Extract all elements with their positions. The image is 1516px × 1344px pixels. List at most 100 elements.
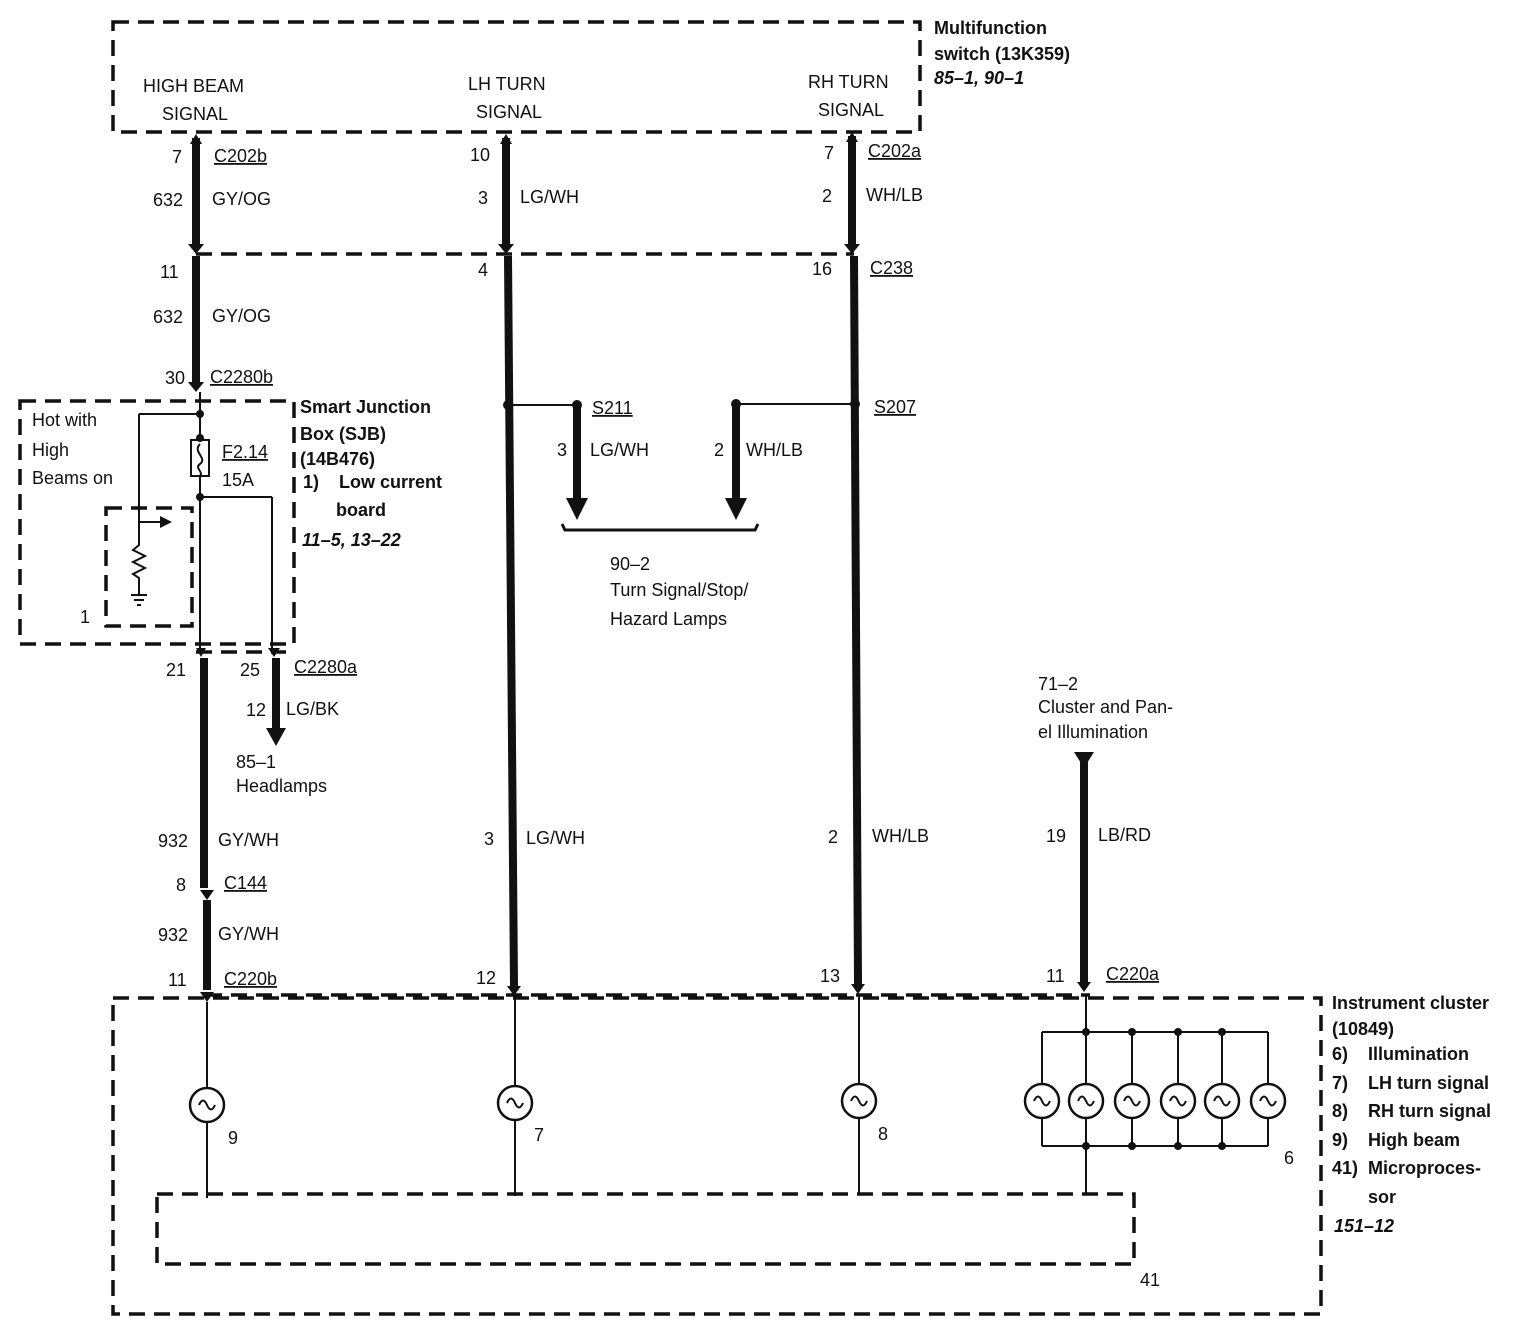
sjb-title-3: (14B476) bbox=[300, 449, 375, 469]
lh-circuit-b: 3 bbox=[484, 829, 494, 849]
high-beam-lower-circuit: 932 GY/WH 8 C144 932 GY/WH 11 C220b bbox=[158, 658, 279, 1002]
color-gyog-a: GY/OG bbox=[212, 189, 271, 209]
pin-c2280a-left: 21 bbox=[166, 660, 186, 680]
illum-circuit: 19 bbox=[1046, 826, 1066, 846]
illum-label-1: Cluster and Pan- bbox=[1038, 697, 1173, 717]
multifunction-switch: HIGH BEAM SIGNAL LH TURN SIGNAL RH TURN … bbox=[111, 18, 1070, 134]
rh-pin-c220a: 13 bbox=[820, 966, 840, 986]
ground-icon bbox=[131, 594, 147, 606]
circuit-932-a: 932 bbox=[158, 831, 188, 851]
high-beam-label-1: HIGH BEAM bbox=[143, 76, 244, 96]
cluster-item-num-3: 9) bbox=[1332, 1130, 1348, 1150]
s207-arrow bbox=[725, 498, 747, 520]
lh-circuit-a: 3 bbox=[478, 188, 488, 208]
turn-lamps-ref: 90–2 bbox=[610, 554, 650, 574]
lamp-9-label: 9 bbox=[228, 1128, 238, 1148]
circuit-12: 12 bbox=[246, 700, 266, 720]
pin-c2280b: 30 bbox=[165, 368, 185, 388]
lh-pin-top: 10 bbox=[470, 145, 490, 165]
cluster-item-label-1: LH turn signal bbox=[1368, 1073, 1489, 1093]
microprocessor bbox=[155, 1192, 1136, 1266]
circuit-932-b: 932 bbox=[158, 925, 188, 945]
cluster-item-num-4: 41) bbox=[1332, 1158, 1358, 1178]
sjb-item-2: board bbox=[336, 500, 386, 520]
fuse-label: F2.14 bbox=[222, 442, 268, 462]
cluster-title-1: Instrument cluster bbox=[1332, 993, 1489, 1013]
pin-c2280a-right: 25 bbox=[240, 660, 260, 680]
cluster-refs: 151–12 bbox=[1334, 1216, 1394, 1236]
lh-pin-c238: 4 bbox=[478, 260, 488, 280]
sjb-refs: 11–5, 13–22 bbox=[302, 530, 401, 550]
turn-lamps-label-2: Hazard Lamps bbox=[610, 609, 727, 629]
board-input-icon bbox=[160, 516, 172, 528]
lh-turn-label-1: LH TURN bbox=[468, 74, 546, 94]
smart-junction-box: Hot with High Beams on F2.14 15A 1 Smart… bbox=[18, 392, 442, 650]
conn-c2280b: C2280b bbox=[210, 367, 273, 387]
conn-c202a: C202a bbox=[868, 141, 922, 161]
lamp-8-label: 8 bbox=[878, 1124, 888, 1144]
headlamps-label: Headlamps bbox=[236, 776, 327, 796]
illum-ref: 71–2 bbox=[1038, 674, 1078, 694]
board-number: 1 bbox=[80, 607, 90, 627]
hot-with-3: Beams on bbox=[32, 468, 113, 488]
illum-label-2: el Illumination bbox=[1038, 722, 1148, 742]
splice-s211: S211 bbox=[592, 398, 633, 418]
lh-color-a: LG/WH bbox=[520, 187, 579, 207]
turn-signal-splices: S211 S207 3 LG/WH 2 WH/LB 90–2 Turn Sign… bbox=[508, 397, 916, 629]
bracket bbox=[560, 523, 760, 532]
cluster-item-label-0: Illumination bbox=[1368, 1044, 1469, 1064]
rh-color-a: WH/LB bbox=[866, 185, 923, 205]
hot-with-2: High bbox=[32, 440, 69, 460]
lh-turn-lamp-icon bbox=[496, 1084, 534, 1122]
conn-c144: C144 bbox=[224, 873, 267, 893]
high-beam-circuit: 7 C202b 632 GY/OG 11 632 GY/OG 30 C2280b bbox=[153, 134, 273, 392]
s207-circuit: 2 bbox=[714, 440, 724, 460]
conn-c220b: C220b bbox=[224, 969, 277, 989]
rh-circuit-a: 2 bbox=[822, 186, 832, 206]
lamp-7-label: 7 bbox=[534, 1125, 544, 1145]
illumination-feed: 71–2 Cluster and Pan- el Illumination 19… bbox=[1038, 674, 1173, 992]
rh-turn-lamp-icon bbox=[840, 1082, 878, 1120]
sjb-item-1: 1) Low current bbox=[303, 472, 442, 492]
turn-lamps-label-1: Turn Signal/Stop/ bbox=[610, 580, 748, 600]
lh-color-b: LG/WH bbox=[526, 828, 585, 848]
rh-circuit-b: 2 bbox=[828, 827, 838, 847]
rh-pin-c238: 16 bbox=[812, 259, 832, 279]
color-gyog-b: GY/OG bbox=[212, 306, 271, 326]
splice-s207: S207 bbox=[874, 397, 916, 417]
cluster-item-num-1: 7) bbox=[1332, 1073, 1348, 1093]
switch-title-2: switch (13K359) bbox=[934, 44, 1070, 64]
illumination-lamp-bank-icon bbox=[1023, 1028, 1287, 1150]
circuit-632-a: 632 bbox=[153, 190, 183, 210]
pin-c144: 8 bbox=[176, 875, 186, 895]
rh-pin-top: 7 bbox=[824, 143, 834, 163]
illum-pin: 11 bbox=[1046, 966, 1065, 986]
pin-c220b-left: 11 bbox=[168, 970, 187, 990]
color-lgbk: LG/BK bbox=[286, 699, 339, 719]
rh-color-b: WH/LB bbox=[872, 826, 929, 846]
rh-turn-circuit: 7 C202a 2 WH/LB 16 C238 2 WH/LB 13 bbox=[812, 132, 929, 994]
instrument-cluster: 9 7 8 bbox=[111, 993, 1491, 1316]
pin-c238-left: 11 bbox=[160, 262, 179, 282]
pin-c202b: 7 bbox=[172, 147, 182, 167]
conn-c220a: C220a bbox=[1106, 964, 1160, 984]
cluster-item-label-2: RH turn signal bbox=[1368, 1101, 1491, 1121]
color-gywh-b: GY/WH bbox=[218, 924, 279, 944]
s211-arrow bbox=[566, 498, 588, 520]
high-beam-lamp-icon bbox=[188, 1086, 226, 1124]
conn-c202b: C202b bbox=[214, 146, 267, 166]
headlamps-ref: 85–1 bbox=[236, 752, 276, 772]
lh-pin-c220b: 12 bbox=[476, 968, 496, 988]
micro-label: 41 bbox=[1140, 1270, 1160, 1290]
lamp-6-label: 6 bbox=[1284, 1148, 1294, 1168]
conn-c2280a: C2280a bbox=[294, 657, 358, 677]
cluster-title-2: (10849) bbox=[1332, 1019, 1394, 1039]
resistor-icon bbox=[130, 522, 148, 594]
cluster-item-num-2: 8) bbox=[1332, 1101, 1348, 1121]
cluster-item-cont: sor bbox=[1368, 1187, 1396, 1207]
low-current-board bbox=[104, 506, 194, 628]
s207-color: WH/LB bbox=[746, 440, 803, 460]
illum-source-icon bbox=[1074, 752, 1094, 768]
circuit-632-b: 632 bbox=[153, 307, 183, 327]
